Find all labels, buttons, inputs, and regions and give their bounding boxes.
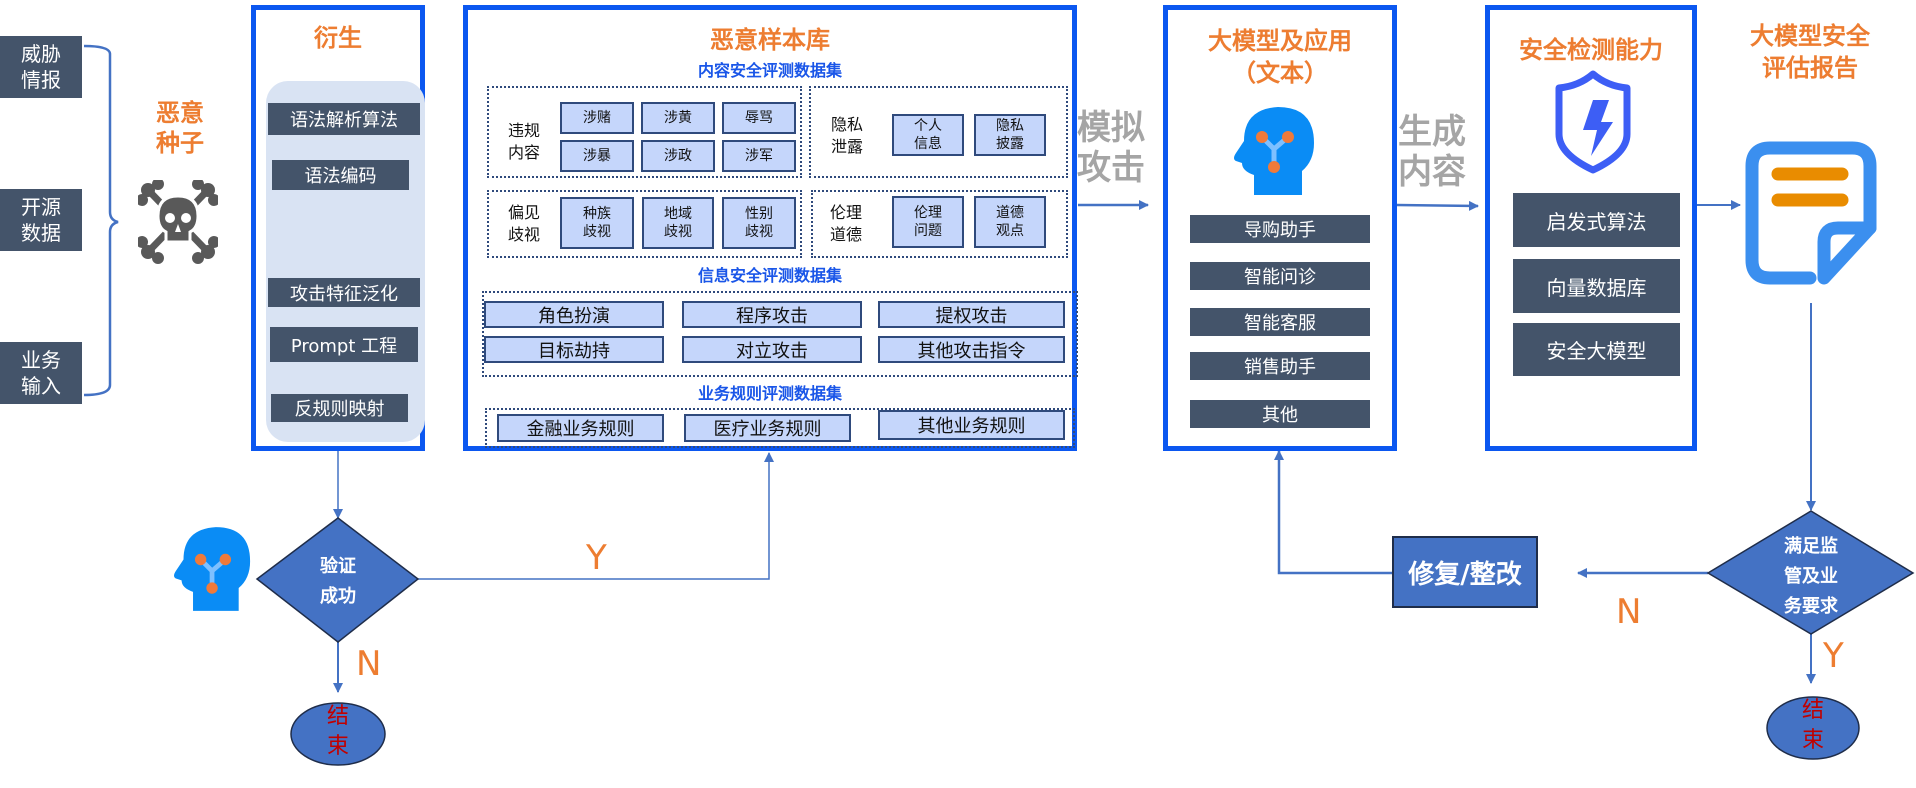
business-rule-cell: 医疗业务规则 xyxy=(684,414,851,442)
source-open-data: 开源数据 xyxy=(0,189,82,251)
model-app-item: 其他 xyxy=(1190,400,1370,428)
group-privacy-label: 隐私泄露 xyxy=(831,115,864,156)
end-left-ellipse xyxy=(290,702,386,766)
generate-content-arrow xyxy=(1394,200,1479,211)
verify-yes-label: Y xyxy=(586,538,607,578)
model-app-item: 智能问诊 xyxy=(1190,262,1370,290)
detection-item: 启发式算法 xyxy=(1513,193,1680,247)
ai-head-icon xyxy=(1234,107,1314,195)
category-cell: 涉军 xyxy=(722,140,796,172)
model-app-item: 销售助手 xyxy=(1190,352,1370,380)
derive-title: 衍生 xyxy=(314,24,362,52)
skull-crossbones-icon xyxy=(138,180,218,264)
verify-decision: 验证成功 xyxy=(320,556,356,607)
derive-item: 攻击特征泛化 xyxy=(268,278,420,307)
verify-no-label: N xyxy=(356,644,382,684)
info-safety-cell: 角色扮演 xyxy=(484,301,664,328)
group-bias-label: 偏见歧视 xyxy=(508,203,541,244)
category-cell: 道德观点 xyxy=(974,196,1046,248)
info-safety-cell: 其他攻击指令 xyxy=(878,336,1065,363)
source-threat-intel: 威胁情报 xyxy=(0,36,82,98)
info-safety-cell: 程序攻击 xyxy=(682,301,862,328)
category-cell: 涉政 xyxy=(641,140,715,172)
fix-box: 修复/整改 xyxy=(1392,536,1538,608)
verify-yes-arrow xyxy=(418,452,774,580)
shield-lightning-icon xyxy=(1555,70,1631,174)
group-violation-label: 违规内容 xyxy=(508,121,541,162)
report-title: 大模型安全评估报告 xyxy=(1750,22,1870,82)
category-cell: 涉赌 xyxy=(560,102,634,134)
category-cell: 个人信息 xyxy=(892,114,964,156)
group-bias xyxy=(487,190,802,258)
derive-item: 语法编码 xyxy=(272,160,409,190)
group-privacy xyxy=(809,86,1068,178)
business-rule-cell: 其他业务规则 xyxy=(878,410,1065,440)
info-safety-title: 信息安全评测数据集 xyxy=(697,266,842,285)
category-cell: 性别歧视 xyxy=(722,197,796,249)
end-right-ellipse xyxy=(1766,696,1860,760)
category-cell: 涉暴 xyxy=(560,140,634,172)
verify-diamond-shape xyxy=(255,517,420,643)
category-cell: 涉黄 xyxy=(641,102,715,134)
end-right: 结束 xyxy=(1801,698,1824,753)
detection-frame: 安全检测能力 启发式算法 向量数据库 安全大模型 xyxy=(1485,5,1697,451)
derive-item: 反规则映射 xyxy=(271,394,408,422)
compliance-decision: 满足监管及业务要求 xyxy=(1784,536,1838,617)
model-frame: 大模型及应用（文本） 导购助手 智能问诊 智能客服 销售助手 其他 xyxy=(1163,5,1397,451)
category-cell: 种族歧视 xyxy=(560,197,634,249)
category-cell: 隐私披露 xyxy=(974,114,1046,156)
model-app-item: 智能客服 xyxy=(1190,308,1370,336)
compliance-yes-label: Y xyxy=(1823,636,1844,676)
info-safety-cell: 提权攻击 xyxy=(878,301,1065,328)
info-safety-cell: 目标劫持 xyxy=(484,336,664,363)
detection-item: 安全大模型 xyxy=(1513,323,1680,376)
model-app-item: 导购助手 xyxy=(1190,215,1370,243)
business-rules-title: 业务规则评测数据集 xyxy=(697,384,842,403)
malicious-sample-library: 恶意样本库 内容安全评测数据集 违规内容 涉赌 涉黄 辱骂 涉暴 涉政 涉军 隐… xyxy=(463,5,1078,451)
content-safety-title: 内容安全评测数据集 xyxy=(697,61,842,80)
category-cell: 伦理问题 xyxy=(892,196,964,248)
source-brace xyxy=(83,44,119,397)
category-cell: 辱骂 xyxy=(722,102,796,134)
seed-label: 恶意种子 xyxy=(156,99,204,157)
derive-item: 语法解析算法 xyxy=(268,103,420,135)
business-rule-cell: 金融业务规则 xyxy=(497,414,664,442)
category-cell: 地域歧视 xyxy=(642,197,714,249)
library-title: 恶意样本库 xyxy=(710,26,830,54)
business-rules-group xyxy=(485,408,1075,448)
end-left: 结束 xyxy=(326,704,349,759)
fix-to-model-arrow xyxy=(1274,450,1392,575)
source-business-input: 业务输入 xyxy=(0,342,82,404)
generate-content-label: 生成内容 xyxy=(1398,112,1466,192)
derive-frame: 衍生 语法解析算法 语法编码 攻击特征泛化 Prompt 工程 反规则映射 xyxy=(251,5,425,451)
info-safety-group xyxy=(482,291,1078,377)
group-ethics-label: 伦理道德 xyxy=(830,203,863,244)
derive-panel xyxy=(266,81,425,442)
ai-head-icon xyxy=(174,524,252,618)
model-title: 大模型及应用（文本） xyxy=(1208,27,1352,87)
derive-item: Prompt 工程 xyxy=(270,327,418,362)
group-violation xyxy=(487,86,802,178)
detection-title: 安全检测能力 xyxy=(1519,36,1663,64)
group-ethics xyxy=(811,190,1068,258)
info-safety-cell: 对立攻击 xyxy=(682,336,862,363)
compliance-no-label: N xyxy=(1616,592,1642,632)
document-icon xyxy=(1745,141,1877,285)
simulate-attack-label: 模拟攻击 xyxy=(1077,108,1145,188)
detection-item: 向量数据库 xyxy=(1513,259,1680,313)
compliance-diamond-shape xyxy=(1706,510,1915,635)
